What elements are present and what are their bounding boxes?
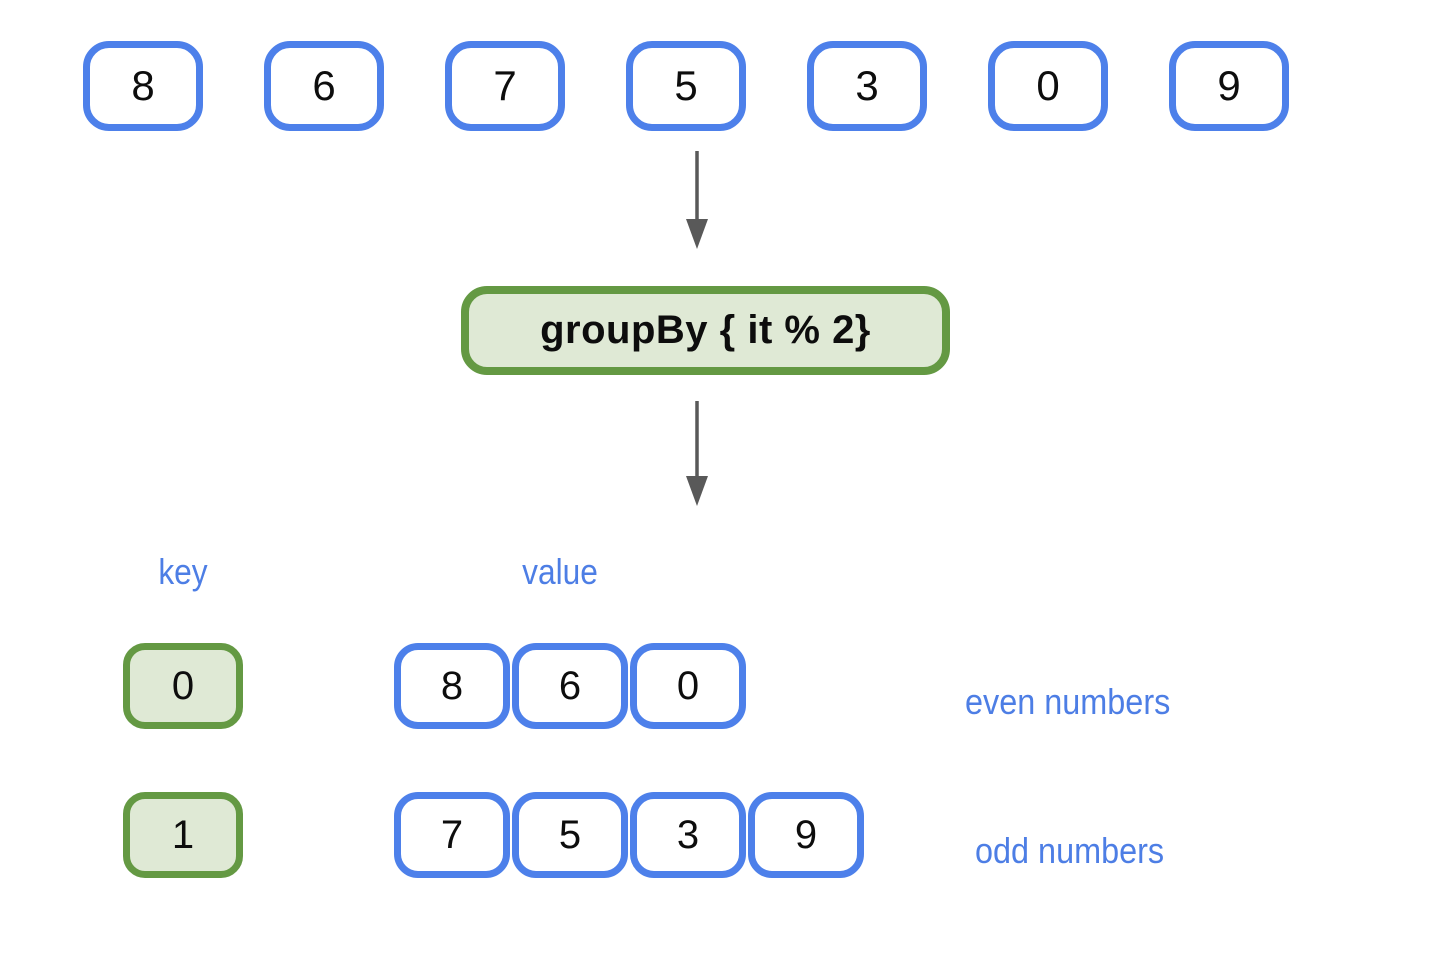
group-value-box: 5 — [512, 792, 628, 878]
list-item-box: 0 — [988, 41, 1108, 131]
group-value-box: 3 — [630, 792, 746, 878]
list-item-box: 5 — [626, 41, 746, 131]
value-column-header: value — [522, 551, 598, 592]
arrow-down-icon — [686, 401, 708, 506]
group-key-box: 1 — [123, 792, 243, 878]
group-value-box: 8 — [394, 643, 510, 729]
group-annotation: odd numbers — [975, 830, 1165, 871]
list-item-box: 9 — [1169, 41, 1289, 131]
group-key-box: 0 — [123, 643, 243, 729]
list-item-box: 6 — [264, 41, 384, 131]
key-column-header: key — [158, 551, 208, 592]
groupby-operation-box: groupBy { it % 2} — [461, 286, 950, 375]
list-item-box: 8 — [83, 41, 203, 131]
group-value-box: 6 — [512, 643, 628, 729]
list-item-box: 3 — [807, 41, 927, 131]
group-value-box: 9 — [748, 792, 864, 878]
group-value-box: 0 — [630, 643, 746, 729]
group-value-box: 7 — [394, 792, 510, 878]
group-annotation: even numbers — [965, 681, 1171, 722]
list-item-box: 7 — [445, 41, 565, 131]
arrow-down-icon — [686, 151, 708, 249]
